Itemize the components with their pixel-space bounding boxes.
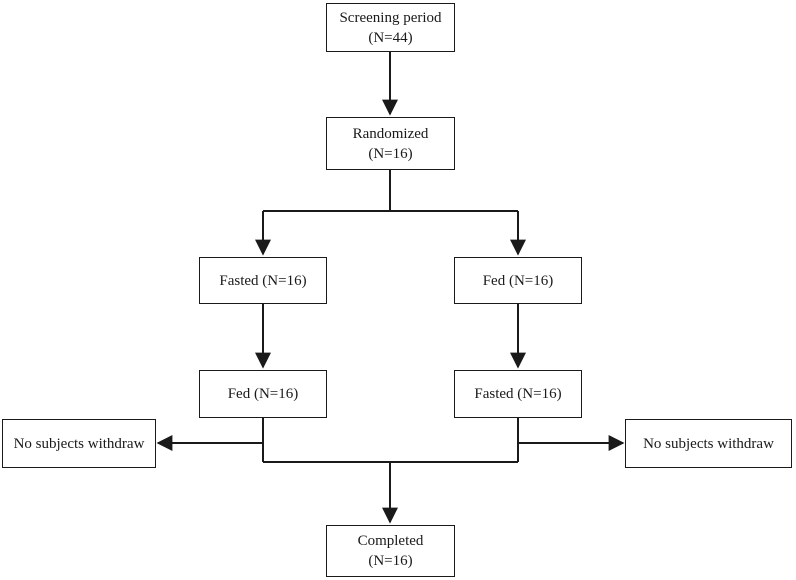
completed-count: (N=16) bbox=[368, 553, 413, 569]
screening-period-box: Screening period (N=44) bbox=[326, 3, 455, 52]
fed-first-label: Fed (N=16) bbox=[482, 272, 554, 289]
withdraw-left-box: No subjects withdraw bbox=[2, 419, 156, 468]
randomized-count: (N=16) bbox=[368, 145, 413, 162]
fasted-second-label: Fasted (N=16) bbox=[474, 386, 562, 402]
completed-box: Completed (N=16) bbox=[326, 525, 455, 577]
randomized-box: Randomized (N=16) bbox=[326, 117, 455, 170]
fed-first-box: Fed (N=16) bbox=[454, 257, 582, 304]
fasted-first-box: Fasted (N=16) bbox=[199, 257, 327, 304]
fed-second-box: Fed (N=16) bbox=[199, 370, 327, 418]
withdraw-right-label: No subjects withdraw bbox=[643, 435, 774, 452]
withdraw-right-box: No subjects withdraw bbox=[625, 419, 792, 468]
fasted-second-box: Fasted (N=16) bbox=[454, 370, 582, 418]
screening-period-label: Screening period bbox=[339, 9, 442, 26]
randomized-label: Randomized bbox=[352, 125, 429, 142]
fed-second-label: Fed (N=16) bbox=[227, 386, 299, 402]
screening-period-count: (N=44) bbox=[368, 29, 413, 46]
fasted-first-label: Fasted (N=16) bbox=[219, 272, 307, 289]
completed-label: Completed bbox=[357, 533, 424, 549]
withdraw-left-label: No subjects withdraw bbox=[13, 435, 145, 452]
